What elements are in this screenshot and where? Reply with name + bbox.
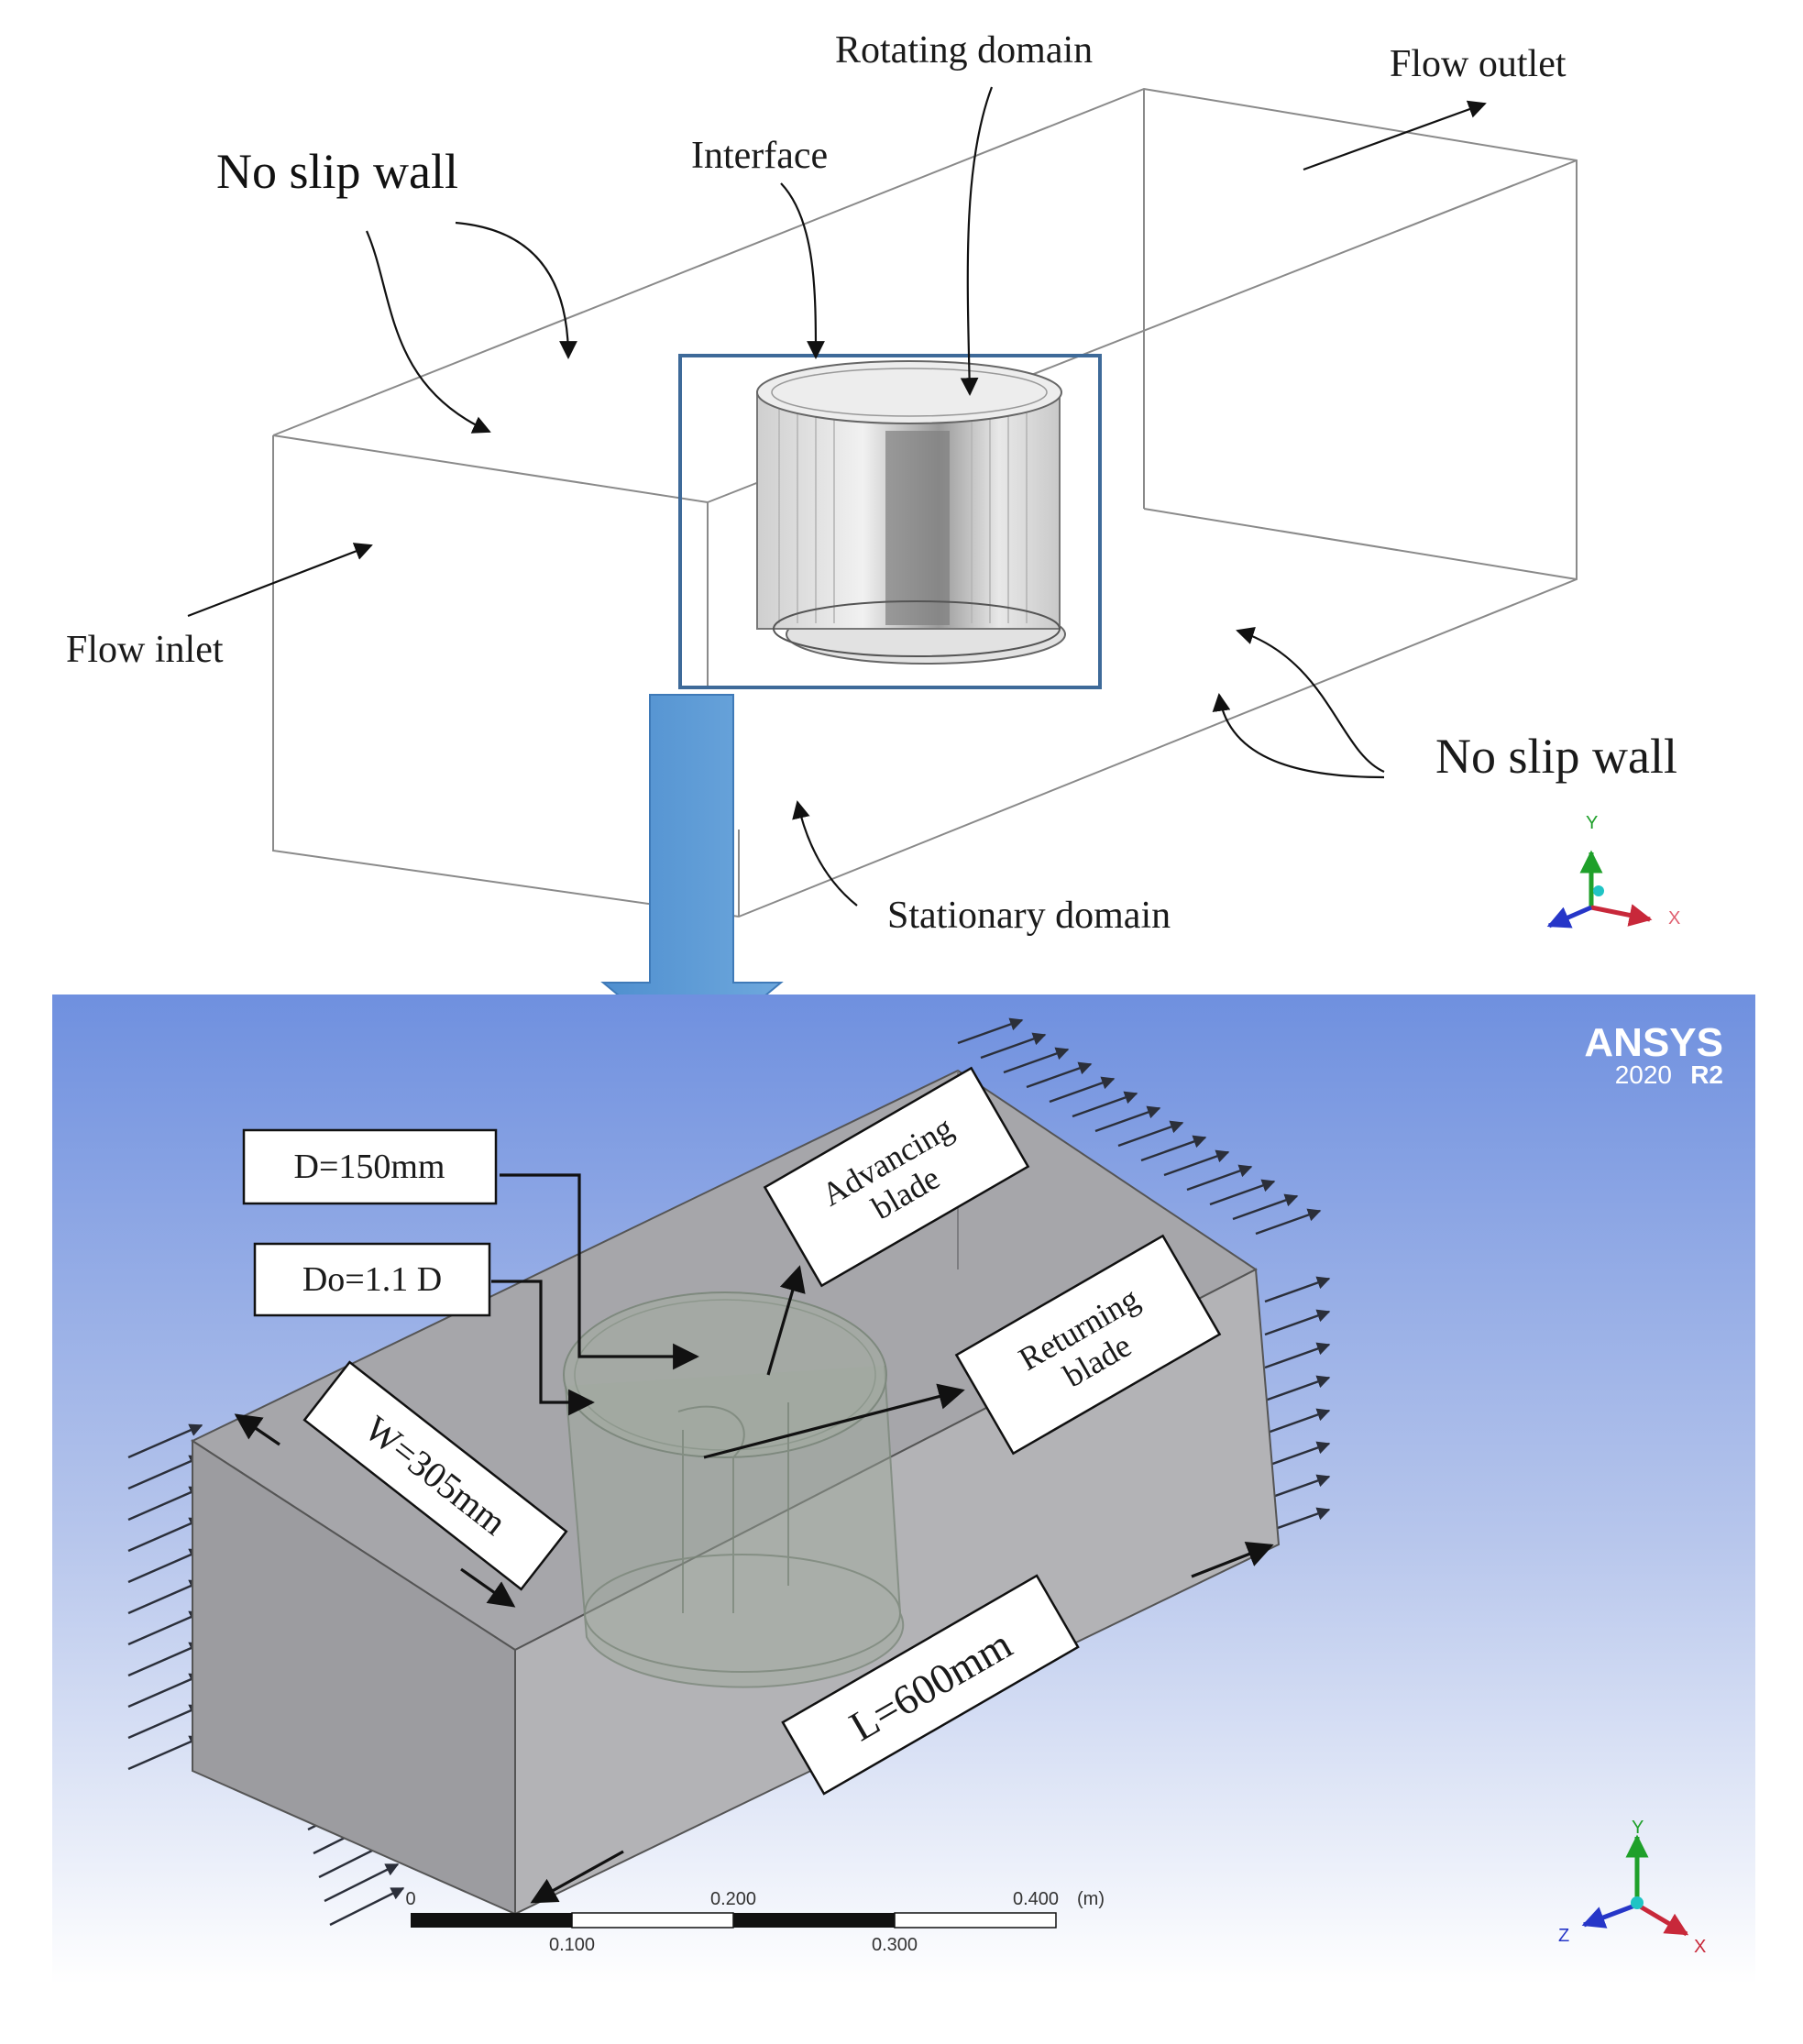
label-interface: Interface	[691, 135, 828, 177]
outlet-flow-arrow	[1255, 1208, 1322, 1236]
label-box-advancing: Advancing blade	[763, 1066, 1030, 1288]
inlet-flow-arrow	[127, 1548, 203, 1584]
scale-unit: (m)	[1077, 1889, 1105, 1909]
inlet-flow-arrow	[127, 1423, 203, 1459]
axis-triad-bottom: Y X Z	[1558, 1818, 1706, 1957]
turbine-rotor	[756, 360, 1066, 665]
outlet-flow-arrow	[1264, 1342, 1331, 1369]
outlet-flow-arrow	[1163, 1149, 1230, 1177]
outlet-flow-arrow	[1232, 1193, 1299, 1221]
outlet-flow-arrow	[957, 1017, 1024, 1045]
axis-x-label-top: X	[1668, 908, 1680, 929]
label-stationary-domain: Stationary domain	[887, 895, 1171, 937]
outlet-flow-arrow	[1094, 1105, 1161, 1133]
label-box-outer-diameter: Do=1.1 D	[253, 1242, 491, 1317]
scale-bar: 0 0.200 0.400 (m) 0.100 0.300	[405, 1889, 1105, 1955]
axis-triad-top: Y X	[1546, 813, 1680, 929]
outlet-flow-arrow	[1186, 1164, 1253, 1192]
label-no-slip-wall-top: No slip wall	[216, 144, 458, 199]
axis-z-label-bottom: Z	[1558, 1926, 1569, 1946]
top-leaders	[187, 86, 1487, 907]
label-flow-outlet: Flow outlet	[1390, 43, 1567, 85]
label-no-slip-wall-right: No slip wall	[1435, 729, 1677, 784]
ansys-version-release: R2	[1690, 1060, 1723, 1089]
ansys-version-year: 2020	[1615, 1060, 1672, 1089]
outlet-flow-arrow	[1264, 1474, 1331, 1501]
scale-tick-0400: 0.400	[1013, 1889, 1059, 1909]
outlet-flow-arrow	[1264, 1441, 1331, 1468]
label-flow-inlet: Flow inlet	[66, 629, 224, 671]
outlet-flow-arrow	[1209, 1179, 1276, 1206]
axis-y-label-top: Y	[1586, 813, 1598, 833]
outlet-flow-arrow	[1026, 1061, 1093, 1089]
outlet-flow-arrow	[1264, 1375, 1331, 1402]
outlet-flow-arrow	[1264, 1276, 1331, 1303]
inlet-flow-arrow	[127, 1642, 203, 1677]
ansys-brand: ANSYS	[1584, 1020, 1723, 1065]
bottom-leaders	[234, 1173, 1274, 1904]
axis-x-label-bottom: X	[1694, 1937, 1706, 1957]
outlet-flow-arrow	[1264, 1408, 1331, 1435]
label-diameter: D=150mm	[294, 1148, 445, 1186]
outlet-arrows	[957, 1017, 1331, 1534]
outlet-flow-arrow	[1264, 1309, 1331, 1336]
inlet-flow-arrow	[127, 1610, 203, 1646]
outlet-flow-arrow	[1140, 1135, 1207, 1162]
inlet-flow-arrow	[329, 1886, 405, 1927]
top-figure: Rotating domain Flow outlet No slip wall…	[66, 29, 1680, 1058]
inlet-flow-arrow	[127, 1579, 203, 1615]
label-box-diameter: D=150mm	[242, 1128, 498, 1205]
inlet-flow-arrow	[127, 1486, 203, 1522]
scale-tick-0200: 0.200	[710, 1889, 756, 1909]
outlet-flow-arrow	[1117, 1120, 1184, 1148]
axis-y-label-bottom: Y	[1632, 1818, 1644, 1838]
inlet-flow-arrow	[127, 1517, 203, 1553]
scale-tick-0100: 0.100	[549, 1935, 595, 1955]
inlet-flow-arrow	[127, 1455, 203, 1490]
scale-tick-0300: 0.300	[872, 1935, 918, 1955]
inlet-flow-arrow	[127, 1673, 203, 1709]
inlet-flow-arrow	[127, 1735, 203, 1771]
label-outer-diameter: Do=1.1 D	[302, 1260, 442, 1299]
rotating-domain-cylinder	[563, 1291, 905, 1688]
scale-tick-0: 0	[405, 1889, 415, 1909]
outlet-flow-arrow	[1049, 1076, 1116, 1104]
ansys-logo: ANSYS 2020 R2	[1584, 1020, 1723, 1089]
inlet-flow-arrow	[127, 1704, 203, 1740]
label-rotating-domain: Rotating domain	[835, 29, 1093, 71]
outlet-flow-arrow	[1072, 1091, 1138, 1118]
outlet-flow-arrow	[980, 1032, 1047, 1060]
interface-frame	[678, 354, 1102, 689]
bottom-figure: D=150mm Do=1.1 D Advancing blade Returni…	[52, 995, 1755, 1984]
inlet-flow-arrow	[324, 1863, 400, 1903]
outlet-flow-arrow	[1003, 1047, 1070, 1074]
